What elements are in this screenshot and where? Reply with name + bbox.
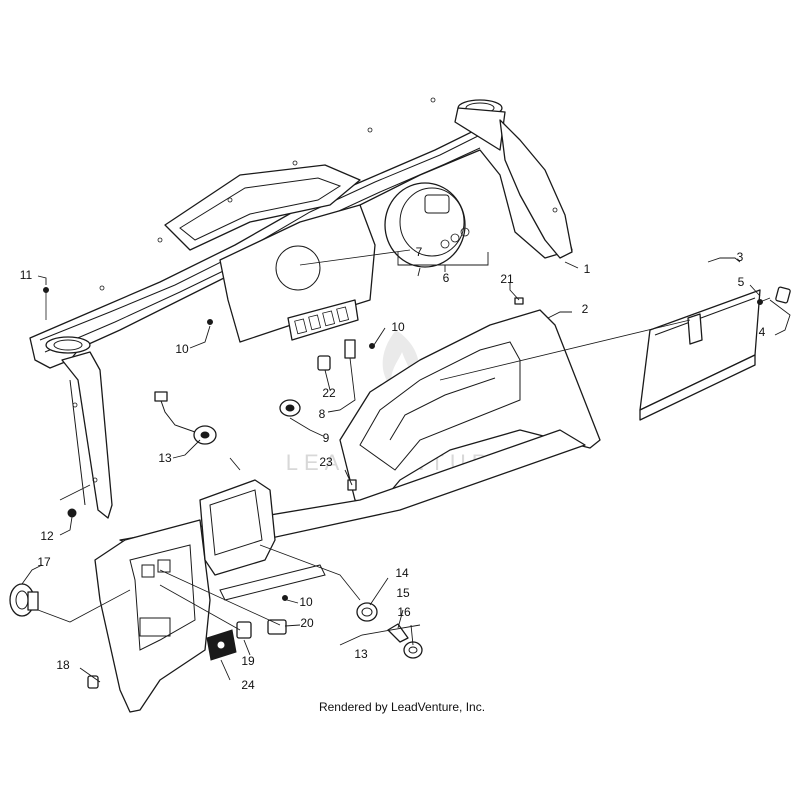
clip-part-21 <box>514 297 524 305</box>
clip-part-4 <box>775 286 791 304</box>
callout-4: 4 <box>759 325 766 339</box>
screw-part-10-b <box>369 343 375 349</box>
callout-6: 6 <box>443 271 450 285</box>
callout-labels: 1 2 3 4 5 6 7 8 9 10 10 10 11 12 13 13 1… <box>20 245 766 692</box>
gauge-cluster <box>384 182 470 268</box>
callout-22: 22 <box>322 386 336 400</box>
callout-18: 18 <box>56 658 70 672</box>
power-socket-part-9 <box>279 399 301 417</box>
watermark-flame-icon <box>382 330 419 388</box>
clip-part-18 <box>87 675 99 689</box>
callout-5: 5 <box>738 275 745 289</box>
nut-part-12 <box>67 508 77 518</box>
callout-23: 23 <box>319 455 333 469</box>
callout-8: 8 <box>319 407 326 421</box>
bezel-part-14 <box>356 602 378 622</box>
callout-1: 1 <box>584 262 591 276</box>
callout-21: 21 <box>500 272 514 286</box>
callout-11: 11 <box>20 268 33 282</box>
screw-part-10-a <box>207 319 213 325</box>
callout-20: 20 <box>300 616 314 630</box>
screw-part-5 <box>757 297 771 305</box>
callout-17: 17 <box>37 555 51 569</box>
switch-part-20 <box>267 619 287 635</box>
upper-dash-panel <box>29 97 573 519</box>
leader-lines <box>21 249 791 683</box>
callout-10b: 10 <box>391 320 405 334</box>
callout-15: 15 <box>396 586 410 600</box>
switch-part-19 <box>236 621 252 639</box>
callout-10a: 10 <box>175 342 189 356</box>
callout-12: 12 <box>40 529 54 543</box>
callout-7: 7 <box>416 245 423 259</box>
lower-side-panel <box>94 479 326 713</box>
callout-9: 9 <box>323 431 330 445</box>
callout-13b: 13 <box>354 647 368 661</box>
switch-part-22 <box>317 355 331 371</box>
callout-3: 3 <box>737 250 744 264</box>
plate-part-24 <box>206 629 237 661</box>
screw-part-10-c <box>282 595 288 601</box>
callout-16: 16 <box>397 605 411 619</box>
callout-19: 19 <box>241 654 255 668</box>
callout-14: 14 <box>395 566 409 580</box>
glove-box-door <box>639 289 761 421</box>
key-part-15 <box>387 623 409 643</box>
power-socket-part-13 <box>154 391 217 445</box>
callout-2: 2 <box>582 302 589 316</box>
callout-24: 24 <box>241 678 255 692</box>
screw-part-11 <box>43 287 49 320</box>
callout-10c: 10 <box>299 595 313 609</box>
credit-text: Rendered by LeadVenture, Inc. <box>319 700 485 714</box>
callout-13a: 13 <box>158 451 172 465</box>
cover-part-8 <box>344 339 356 359</box>
ignition-part-17 <box>9 583 39 617</box>
